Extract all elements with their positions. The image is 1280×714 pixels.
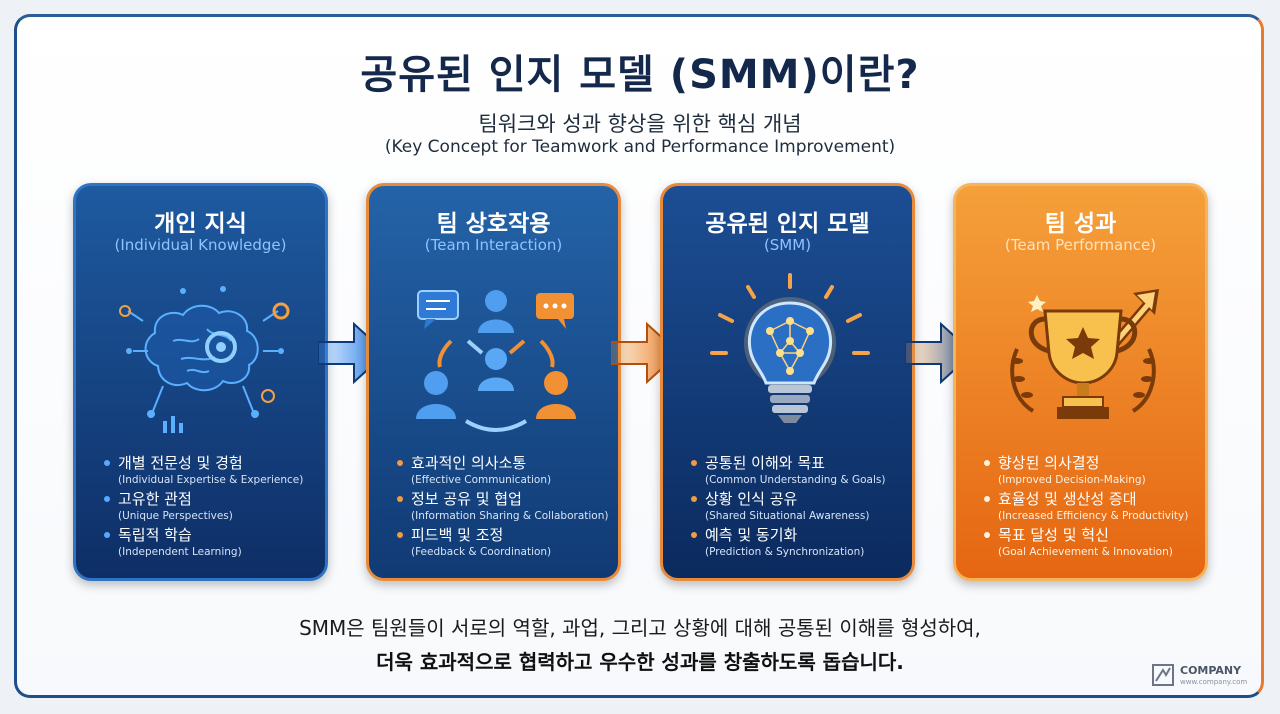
- list-item: 고유한 관점 (Unique Perspectives): [104, 490, 326, 524]
- card-title: 팀 성과: [1044, 211, 1117, 237]
- bullet-title: 피드백 및 조정: [411, 526, 504, 544]
- bullet-title: 효과적인 의사소통: [411, 454, 527, 472]
- page-subtitle: 팀워크와 성과 향상을 위한 핵심 개념: [478, 112, 802, 136]
- list-item: 향상된 의사결정 (Improved Decision-Making): [984, 454, 1206, 488]
- list-item: 목표 달성 및 혁신 (Goal Achievement & Innovatio…: [984, 526, 1206, 560]
- bullet-subtitle: (Shared Situational Awareness): [705, 510, 870, 522]
- card-subtitle: (Team Performance): [1004, 236, 1157, 254]
- company-logo-icon: [1152, 664, 1174, 686]
- bullet-title: 목표 달성 및 혁신: [998, 526, 1109, 544]
- bullet-subtitle: (Feedback & Coordination): [411, 546, 552, 558]
- footer-description: SMM은 팀원들이 서로의 역할, 과업, 그리고 상황에 대해 공통된 이해를…: [299, 616, 981, 640]
- list-item: 효과적인 의사소통 (Effective Communication): [397, 454, 619, 488]
- card-team-performance: 팀 성과 (Team Performance) 향상된 의사결정 (Improv…: [953, 183, 1208, 581]
- bullet-title: 독립적 학습: [118, 526, 192, 544]
- lightbulb-network-icon: [710, 273, 870, 423]
- card-title: 팀 상호작용: [436, 211, 551, 237]
- list-item: 효율성 및 생산성 증대 (Increased Efficiency & Pro…: [984, 490, 1206, 524]
- bullet-list: 향상된 의사결정 (Improved Decision-Making) 효율성 …: [984, 454, 1206, 562]
- bullet-subtitle: (Improved Decision-Making): [998, 474, 1146, 486]
- bullet-subtitle: (Effective Communication): [411, 474, 552, 486]
- bullet-list: 효과적인 의사소통 (Effective Communication) 정보 공…: [397, 454, 619, 562]
- card-team-interaction: 팀 상호작용 (Team Interaction) 효과적인 의사소통 (Eff…: [366, 183, 621, 581]
- bullet-subtitle: (Prediction & Synchronization): [705, 546, 865, 558]
- bullet-title: 상황 인식 공유: [705, 490, 798, 508]
- brain-gear-icon: [119, 286, 290, 433]
- list-item: 개별 전문성 및 경험 (Individual Expertise & Expe…: [104, 454, 326, 488]
- bullet-title: 예측 및 동기화: [705, 526, 798, 544]
- list-item: 상황 인식 공유 (Shared Situational Awareness): [691, 490, 913, 524]
- company-url: www.company.com: [1180, 678, 1248, 686]
- bullet-subtitle: (Individual Expertise & Experience): [118, 474, 304, 486]
- card-subtitle: (Individual Knowledge): [114, 236, 287, 254]
- bullet-subtitle: (Increased Efficiency & Productivity): [998, 510, 1189, 522]
- card-individual-knowledge: 개인 지식 (Individual Knowledge) 개별 전문성 및 경험: [73, 183, 328, 581]
- list-item: 공통된 이해와 목표 (Common Understanding & Goals…: [691, 454, 913, 488]
- page-title: 공유된 인지 모델 (SMM)이란?: [360, 52, 920, 98]
- bullet-title: 향상된 의사결정: [998, 454, 1100, 472]
- bullet-title: 고유한 관점: [118, 490, 192, 508]
- trophy-icon: [1010, 289, 1159, 419]
- card-title: 공유된 인지 모델: [705, 211, 870, 237]
- card-subtitle: (Team Interaction): [424, 236, 563, 254]
- card-shared-mental-model: 공유된 인지 모델 (SMM): [660, 183, 915, 581]
- bullet-subtitle: (Unique Perspectives): [118, 510, 233, 522]
- bullet-title: 효율성 및 생산성 증대: [998, 490, 1137, 508]
- card-subtitle: (SMM): [763, 236, 812, 254]
- company-logo: COMPANY www.company.com: [1152, 662, 1262, 690]
- bullet-list: 공통된 이해와 목표 (Common Understanding & Goals…: [691, 454, 913, 562]
- bullet-list: 개별 전문성 및 경험 (Individual Expertise & Expe…: [104, 454, 326, 562]
- bullet-title: 정보 공유 및 협업: [411, 490, 522, 508]
- bullet-title: 개별 전문성 및 경험: [118, 454, 243, 472]
- bullet-subtitle: (Common Understanding & Goals): [705, 474, 886, 486]
- list-item: 정보 공유 및 협업 (Information Sharing & Collab…: [397, 490, 619, 524]
- list-item: 피드백 및 조정 (Feedback & Coordination): [397, 526, 619, 560]
- list-item: 예측 및 동기화 (Prediction & Synchronization): [691, 526, 913, 560]
- card-title: 개인 지식: [154, 211, 247, 237]
- footer-emphasis: 더욱 효과적으로 협력하고 우수한 성과를 창출하도록 돕습니다.: [376, 650, 904, 674]
- company-name: COMPANY: [1180, 664, 1242, 677]
- list-item: 독립적 학습 (Independent Learning): [104, 526, 326, 560]
- bullet-subtitle: (Information Sharing & Collaboration): [411, 510, 609, 522]
- bullet-subtitle: (Independent Learning): [118, 546, 242, 558]
- bullet-title: 공통된 이해와 목표: [705, 454, 825, 472]
- bullet-subtitle: (Goal Achievement & Innovation): [998, 546, 1173, 558]
- team-communication-icon: [416, 290, 576, 432]
- page-subtitle-en: (Key Concept for Teamwork and Performanc…: [384, 137, 896, 157]
